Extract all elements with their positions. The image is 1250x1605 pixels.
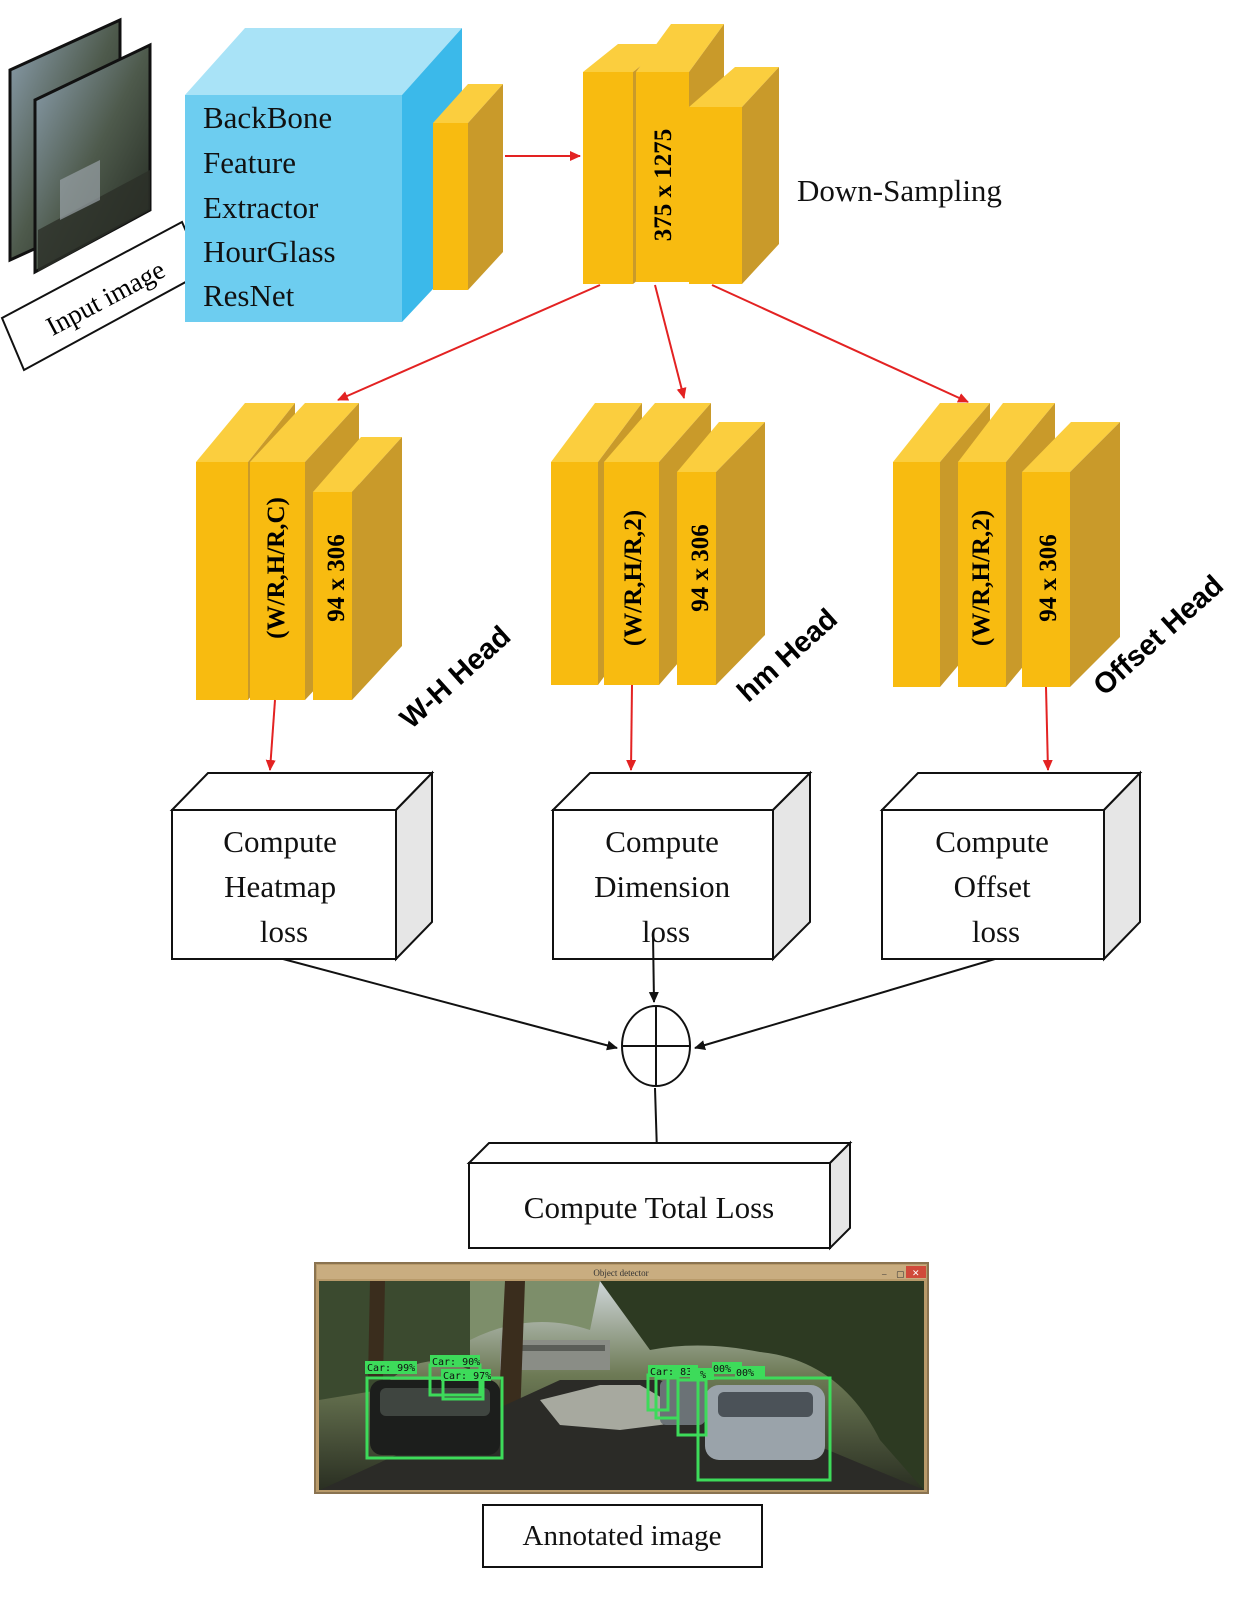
window-close-button[interactable]: ✕ [912, 1268, 920, 1278]
downsampling-dim: 375 x 1275 [650, 129, 677, 242]
total-loss-box: Compute Total Loss [466, 1140, 853, 1251]
input-image-stack: Input image [0, 17, 206, 372]
annotated-image-label: Annotated image [523, 1520, 722, 1552]
backbone-text: BackBone Feature Extractor HourGlass Res… [203, 100, 343, 313]
offset-loss-text: Compute Offset loss [935, 824, 1056, 949]
annotated-image-window: Object detector – ▢ ✕ [314, 1262, 929, 1494]
window-minimize-button[interactable]: – [881, 1269, 887, 1279]
detection-label: % [700, 1370, 706, 1381]
wh-head-label: W-H Head [394, 620, 517, 735]
sum-node [621, 1005, 691, 1087]
heatmap-loss-box: Compute Heatmap loss [169, 770, 435, 962]
red-arrows [265, 151, 1053, 771]
detection-label: 00% [713, 1364, 731, 1375]
heatmap-loss-text: Compute Heatmap loss [223, 824, 344, 949]
wh-head-stack: (W/R,H/R,C) 94 x 306 [196, 403, 402, 700]
dimension-loss-text: Compute Dimension loss [594, 824, 738, 949]
wh-head-dim: 94 x 306 [323, 534, 350, 622]
annotated-image-caption: Annotated image [482, 1504, 763, 1568]
window-title: Object detector [593, 1268, 648, 1278]
offset-loss-box: Compute Offset loss [879, 770, 1143, 962]
offset-head-dim: 94 x 306 [1035, 534, 1062, 622]
detection-label: 00% [736, 1368, 754, 1379]
total-loss-text: Compute Total Loss [524, 1190, 774, 1225]
backbone-cube: BackBone Feature Extractor HourGlass Res… [185, 28, 503, 322]
hm-head-shape: (W/R,H/R,2) [620, 510, 647, 646]
window-maximize-button[interactable]: ▢ [896, 1269, 905, 1279]
detection-label: Car: 90% [432, 1357, 480, 1368]
detection-label: Car: 83% [650, 1367, 698, 1378]
dimension-loss-box: Compute Dimension loss [550, 770, 813, 962]
wh-head-shape: (W/R,H/R,C) [263, 497, 290, 639]
offset-head-stack: (W/R,H/R,2) 94 x 306 [893, 403, 1120, 687]
detection-label: Car: 99% [367, 1363, 415, 1374]
downsampling-stack: 375 x 1275 [583, 24, 779, 284]
hm-head-stack: (W/R,H/R,2) 94 x 306 [551, 403, 765, 685]
detection-labels: Car: 99% Car: 90% Car: 97% Car: 83% % 00… [365, 1355, 765, 1382]
black-arrows [282, 934, 996, 1153]
hm-head-dim: 94 x 306 [687, 524, 714, 612]
offset-head-shape: (W/R,H/R,2) [968, 510, 995, 646]
detection-label: Car: 97% [443, 1371, 491, 1382]
downsampling-label: Down-Sampling [797, 173, 1002, 208]
